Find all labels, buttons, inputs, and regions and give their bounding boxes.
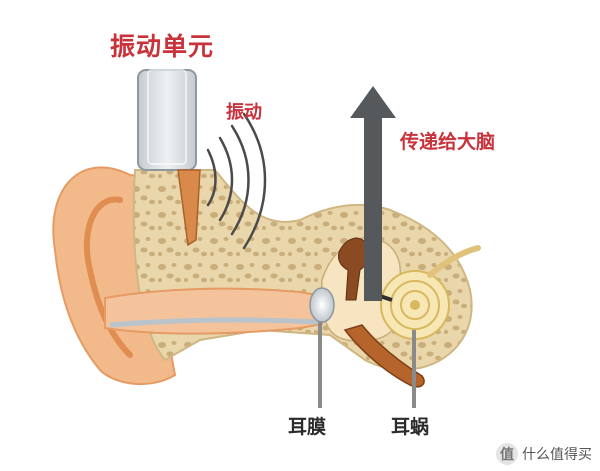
ear-canal [104,287,323,335]
auditory-nerve [427,245,481,278]
to-brain-label: 传递给大脑 [400,131,496,153]
outer-ear-fold [83,196,133,358]
site-logo-icon: 值 [496,443,518,465]
vibration-label: 振动 [226,102,262,123]
eardrum-label: 耳膜 [288,416,327,438]
cochlea-label: 耳蜗 [391,416,430,438]
to-brain-arrow [350,86,396,301]
eardrum-membrane [309,287,335,323]
site-watermark: 值 什么值得买 [496,443,592,465]
vibration-unit-label: 振动单元 [110,32,215,61]
vibration-device [137,69,201,247]
site-name: 什么值得买 [522,447,592,463]
cochlea-spiral [380,270,450,340]
ear-canal-lining [109,317,319,328]
vibration-waves [206,112,267,250]
eustachian-tube [343,324,425,388]
